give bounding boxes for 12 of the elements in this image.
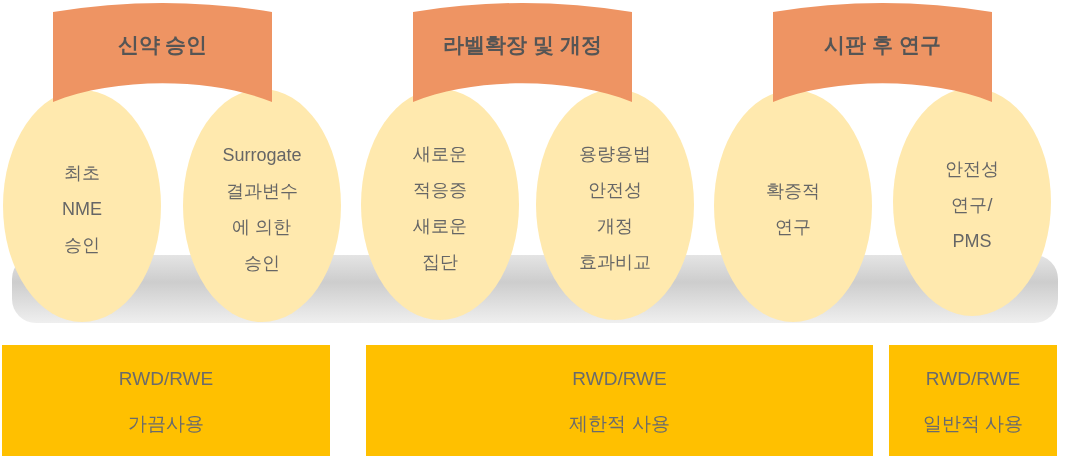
usage-bar: RWD/RWE 제한적 사용: [366, 345, 873, 456]
ellipse: 용량용법 안전성 개정 효과비교: [536, 89, 694, 320]
usage-bar: RWD/RWE 일반적 사용: [889, 345, 1057, 456]
ellipse: Surrogate 결과변수 에 의한 승인: [183, 89, 341, 322]
arch-banner: 시판 후 연구: [773, 2, 992, 103]
usage-bar: RWD/RWE 가끔사용: [2, 345, 330, 456]
arch-banner: 신약 승인: [53, 2, 272, 103]
ellipse: 확증적 연구: [714, 90, 872, 322]
arch-banner: 라벨확장 및 개정: [413, 2, 632, 103]
ellipse: 최초 NME 승인: [3, 90, 161, 322]
ellipse: 안전성 연구/ PMS: [893, 88, 1051, 316]
ellipse: 새로운 적응증 새로운 집단: [361, 89, 519, 320]
